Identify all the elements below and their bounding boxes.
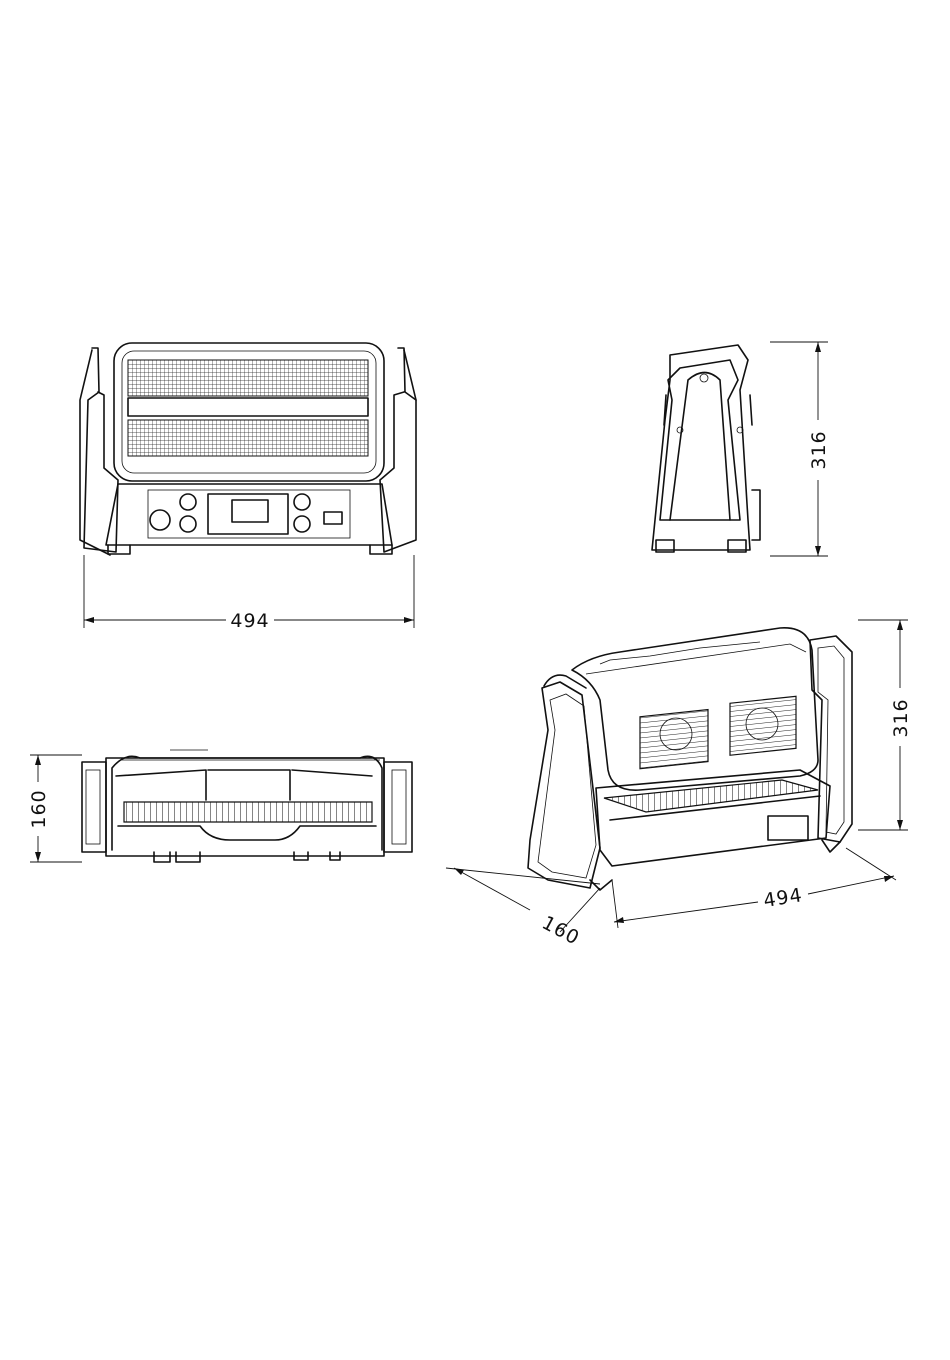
front-view: 494 bbox=[80, 343, 416, 632]
side-height-dimension: 316 bbox=[770, 342, 830, 556]
front-base bbox=[106, 484, 392, 545]
iso-depth-dimension: 160 bbox=[446, 868, 600, 950]
front-width-dimension: 494 bbox=[84, 555, 414, 632]
iso-height-label: 316 bbox=[890, 698, 912, 737]
top-depth-dimension: 160 bbox=[28, 755, 82, 862]
top-depth-label: 160 bbox=[28, 789, 50, 828]
top-yoke-right bbox=[384, 762, 412, 852]
top-heatsink bbox=[124, 802, 372, 822]
iso-depth-label: 160 bbox=[538, 912, 583, 950]
iso-width-label: 494 bbox=[762, 884, 804, 912]
side-view: 316 bbox=[652, 342, 830, 556]
side-height-label: 316 bbox=[808, 430, 830, 469]
iso-height-dimension: 316 bbox=[858, 620, 912, 830]
front-width-label: 494 bbox=[230, 610, 269, 632]
iso-label-plate bbox=[768, 816, 808, 840]
front-led-array-bottom bbox=[128, 420, 368, 456]
top-view: 160 bbox=[28, 750, 412, 862]
front-led-array-top bbox=[128, 360, 368, 396]
front-display-screen bbox=[232, 500, 268, 522]
front-yoke-left bbox=[84, 348, 118, 552]
iso-fan-right bbox=[730, 696, 796, 755]
iso-view: 316 494 160 bbox=[446, 620, 912, 950]
top-yoke-left bbox=[82, 762, 106, 852]
